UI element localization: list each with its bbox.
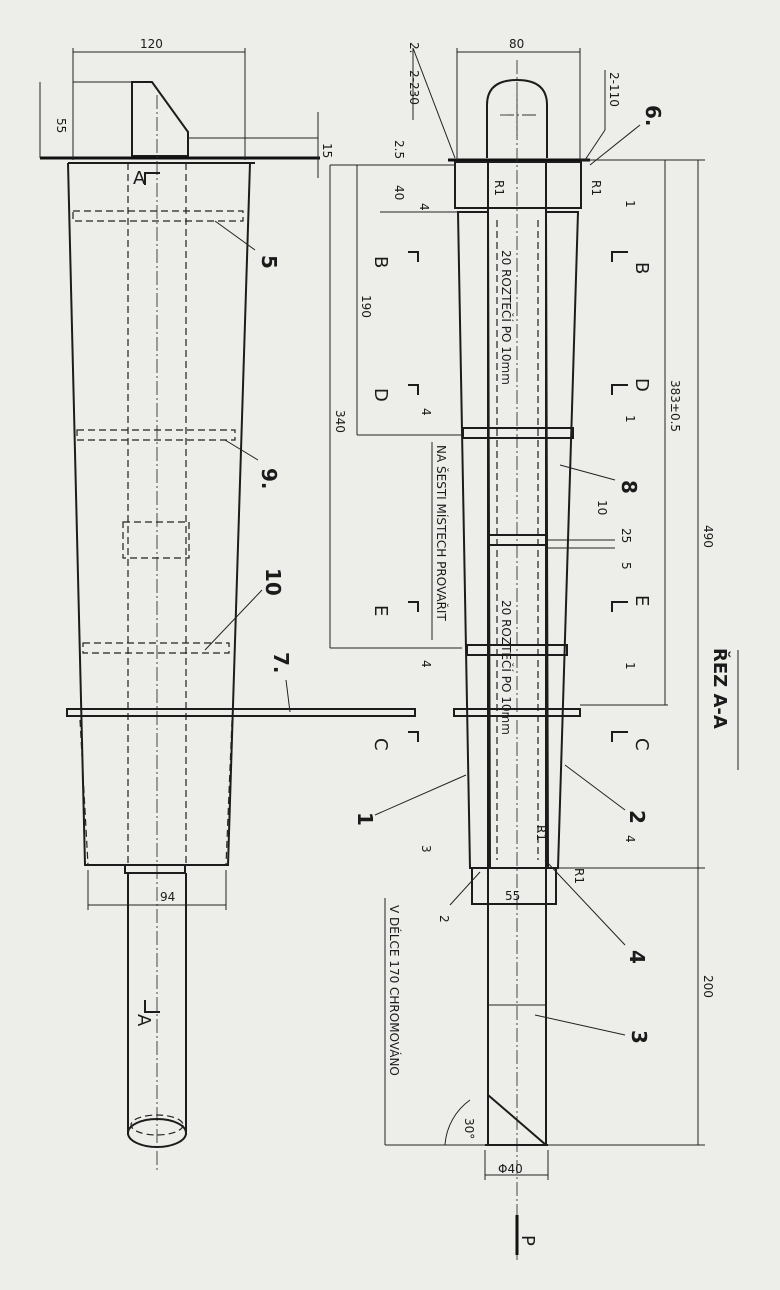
section-e-right: E <box>631 595 652 606</box>
dim-3: 3 <box>419 845 433 853</box>
dim-340: 340 <box>333 410 347 433</box>
dim-490: 490 <box>701 525 715 548</box>
dim-5: 5 <box>619 562 633 570</box>
dim-1-top: 1 <box>623 200 637 208</box>
radius-r1-d: R1 <box>572 868 586 884</box>
callout-1: 1 <box>353 812 377 826</box>
dim-190: 190 <box>359 295 373 318</box>
section-title: ŘEZ A-A <box>709 648 731 729</box>
callout-7: 7. <box>269 652 293 674</box>
dim-15: 15 <box>320 143 334 158</box>
dim-1-low: 1 <box>623 662 637 670</box>
dim-120: 120 <box>140 37 163 51</box>
radius-r1-a: R1 <box>492 180 506 196</box>
exterior-view: 120 55 15 94 A A 5 9. 10 7. <box>39 37 416 1170</box>
weld-spec-right: 2-110 <box>607 72 621 107</box>
dim-30deg: 30° <box>462 1118 476 1139</box>
section-view: 80 2.5 40 4 190 340 4 4 3 383±0.5 490 20… <box>329 37 739 1260</box>
section-a-bottom-label: A <box>133 1014 154 1027</box>
callout-8: 8 <box>617 480 641 494</box>
dim-2-5: 2.5 <box>392 140 406 159</box>
weld-symbol-bottom: 2 <box>437 915 451 923</box>
dim-4-top: 4 <box>417 203 431 211</box>
dim-80: 80 <box>509 37 524 51</box>
section-e-left: E <box>370 605 391 616</box>
dim-4-mid: 4 <box>419 408 433 416</box>
dim-40: 40 <box>392 185 406 200</box>
dim-10: 10 <box>595 500 609 515</box>
dim-phi40: Φ40 <box>498 1162 523 1176</box>
weld-spec-left: 2-230 <box>407 70 421 105</box>
note-pitch-lower: 20 ROZTEČÍ PO 10mm <box>499 600 514 735</box>
dim-55-bottom: 55 <box>505 889 520 903</box>
weld-symbol-top-left: 2. <box>407 42 421 53</box>
dim-4-right: 4 <box>623 835 637 843</box>
dim-1-mid: 1 <box>623 415 637 423</box>
callout-3: 3 <box>627 1030 651 1044</box>
callout-2: 2 <box>625 810 649 824</box>
note-weld-six-places: NA ŠESTI MÍSTECH PROVAŘIT <box>434 445 449 621</box>
note-chrome-plated: V DÉLCE 170 CHROMOVÁNO <box>387 905 402 1076</box>
section-a-top-label: A <box>133 168 146 189</box>
section-d-left: D <box>370 388 391 402</box>
section-b-right: B <box>631 262 652 274</box>
callout-10: 10 <box>261 568 285 596</box>
radius-r1-c: R1 <box>534 825 548 841</box>
p-mark: P <box>517 1235 538 1246</box>
dim-25: 25 <box>619 528 633 543</box>
note-pitch-upper: 20 ROZTEČÍ PO 10mm <box>499 250 514 385</box>
section-d-right: D <box>631 378 652 392</box>
callout-6: 6. <box>641 105 665 127</box>
section-b-left: B <box>370 256 391 268</box>
dim-94: 94 <box>160 890 175 904</box>
callout-9: 9. <box>257 468 281 490</box>
callout-5: 5 <box>257 255 281 269</box>
dim-383: 383±0.5 <box>668 380 682 432</box>
dim-55: 55 <box>54 118 68 133</box>
dim-4-low: 4 <box>419 660 433 668</box>
dim-200: 200 <box>701 975 715 998</box>
radius-r1-b: R1 <box>589 180 603 196</box>
section-c-left: C <box>370 738 391 751</box>
callout-4: 4 <box>625 950 649 964</box>
section-c-right: C <box>631 738 652 751</box>
